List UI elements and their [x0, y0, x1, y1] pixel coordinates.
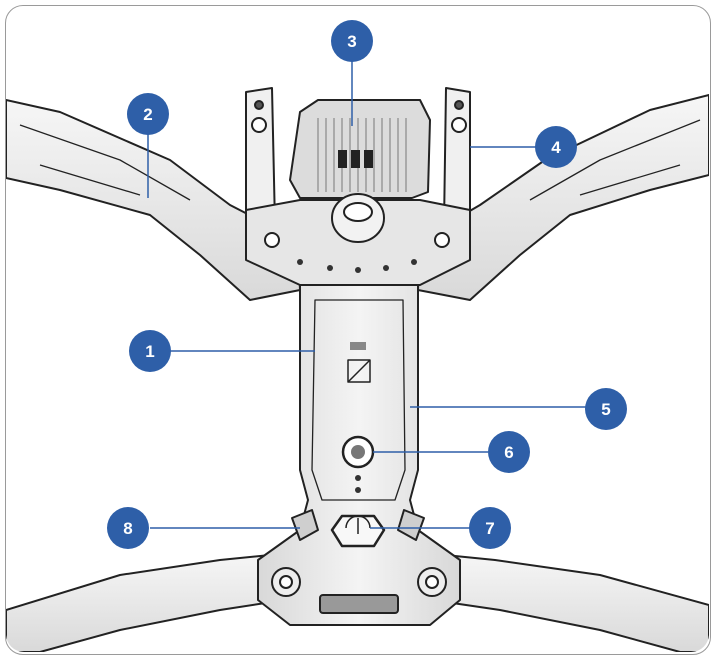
svg-text:7: 7: [485, 519, 494, 538]
svg-text:1: 1: [145, 342, 154, 361]
svg-text:2: 2: [143, 105, 152, 124]
rear-left-arm: [6, 554, 286, 652]
callout-6: 6: [488, 431, 530, 473]
battery-latch: [319, 594, 399, 614]
svg-text:6: 6: [504, 443, 513, 462]
callout-1: 1: [129, 330, 171, 372]
callout-7: 7: [469, 507, 511, 549]
svg-text:4: 4: [551, 138, 561, 157]
svg-text:5: 5: [601, 400, 610, 419]
front-left-arm: [6, 99, 301, 301]
fuselage-inner: [311, 299, 406, 501]
callout-4: 4: [535, 126, 577, 168]
front-left-arm-detail: [19, 124, 191, 201]
front-right-arm-detail: [529, 119, 701, 201]
right-side-slot: [397, 509, 425, 541]
logo-mark: [347, 359, 371, 383]
svg-text:3: 3: [347, 32, 356, 51]
left-side-slot: [291, 509, 319, 541]
callout-5: 5: [585, 388, 627, 430]
rear-right-arm: [431, 554, 709, 652]
gimbal-camera: [289, 99, 431, 199]
svg-text:8: 8: [123, 519, 132, 538]
callout-2: 2: [127, 93, 169, 135]
callout-8: 8: [107, 507, 149, 549]
callout-3: 3: [331, 20, 373, 62]
